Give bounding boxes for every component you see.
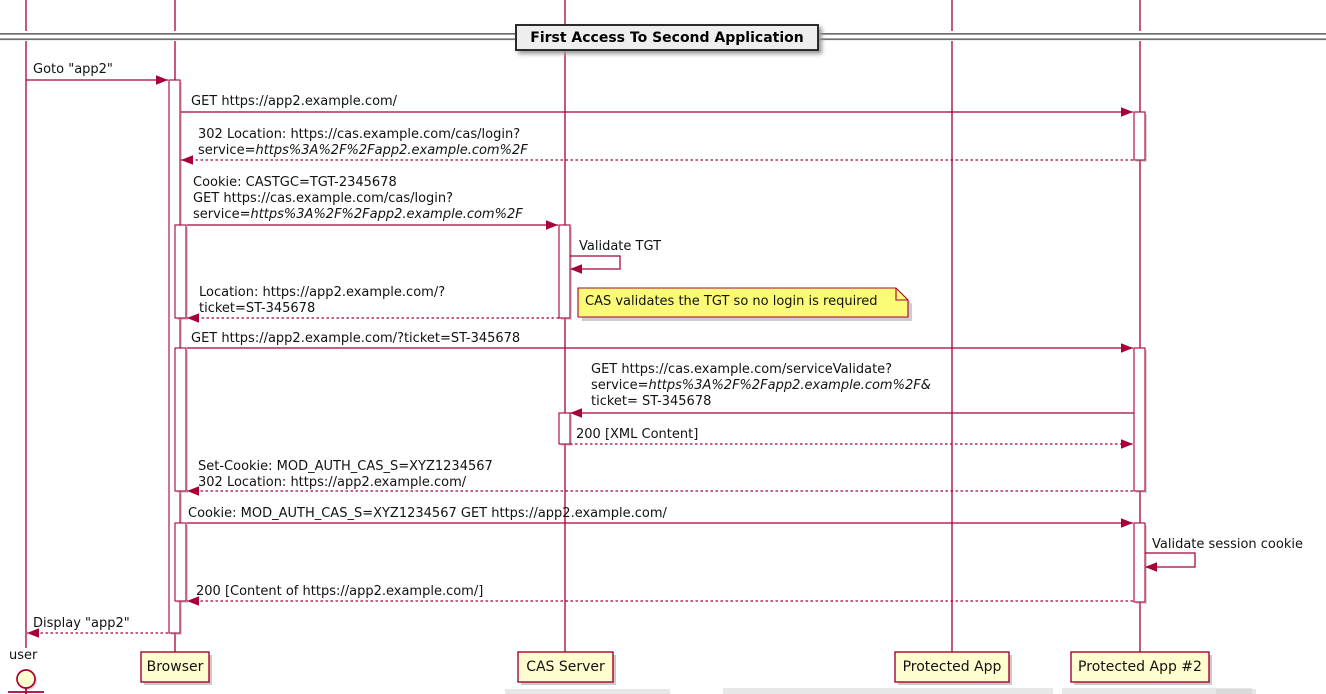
message-text-segment: 302 Location: https://cas.example.com/ca… bbox=[198, 127, 521, 142]
participant-label-cas: CAS Server bbox=[526, 659, 605, 675]
arrowhead-200-content-app2 bbox=[187, 596, 199, 606]
diagram-title: First Access To Second Application bbox=[530, 29, 804, 46]
activation-bar-browser bbox=[174, 224, 187, 319]
message-text-goto-app2: Goto "app2" bbox=[33, 62, 113, 78]
message-text-get-app2: GET https://app2.example.com/ bbox=[191, 94, 397, 110]
arrowhead-302-location-cas-login bbox=[181, 155, 193, 165]
message-text-segment: service= bbox=[591, 378, 649, 393]
self-message-validate-tgt bbox=[570, 255, 621, 270]
message-text-location-ticket: ticket=ST-345678 bbox=[199, 301, 315, 317]
message-text-segment: 302 Location: https://app2.example.com/ bbox=[198, 475, 467, 490]
arrowhead-get-app2 bbox=[1121, 107, 1133, 117]
message-text-set-cookie-302-location: Set-Cookie: MOD_AUTH_CAS_S=XYZ1234567 bbox=[198, 459, 493, 475]
arrowhead-cookie-castgc-get-login bbox=[546, 220, 558, 230]
note-text: CAS validates the TGT so no login is req… bbox=[585, 294, 878, 309]
activation-bar-app2 bbox=[1133, 522, 1146, 603]
activation-bar-cas bbox=[558, 412, 571, 445]
message-text-get-servicevalidate: ticket= ST-345678 bbox=[591, 394, 711, 410]
message-text-segment: ticket= ST-345678 bbox=[591, 394, 712, 409]
bottom-edge-artifact bbox=[723, 688, 1053, 694]
message-text-segment: 200 [XML Content] bbox=[576, 427, 699, 442]
message-text-segment: Cookie: MOD_AUTH_CAS_S=XYZ1234567 GET ht… bbox=[188, 506, 667, 521]
message-text-segment: 200 [Content of https://app2.example.com… bbox=[196, 584, 484, 599]
message-text-cookie-castgc-get-login: service=https%3A%2F%2Fapp2.example.com%2… bbox=[193, 207, 523, 223]
message-text-segment: Display "app2" bbox=[33, 616, 130, 631]
message-text-segment: https%3A%2F%2Fapp2.example.com%2F& bbox=[648, 378, 931, 393]
message-text-200-xml-content: 200 [XML Content] bbox=[576, 427, 698, 443]
message-text-segment: https%3A%2F%2Fapp2.example.com%2F bbox=[250, 207, 523, 222]
self-message-text-validate-session-cookie: Validate session cookie bbox=[1152, 537, 1303, 552]
message-text-cookie-castgc-get-login: GET https://cas.example.com/cas/login? bbox=[193, 191, 453, 207]
message-text-set-cookie-302-location: 302 Location: https://app2.example.com/ bbox=[198, 475, 466, 491]
arrowhead-goto-app2 bbox=[156, 75, 168, 85]
message-text-segment: GET https://cas.example.com/cas/login? bbox=[193, 191, 454, 206]
participant-label-browser: Browser bbox=[146, 659, 204, 675]
arrowhead-location-ticket bbox=[187, 313, 199, 323]
message-text-segment: service= bbox=[198, 143, 256, 158]
self-message-text-validate-tgt: Validate TGT bbox=[579, 239, 662, 254]
actor-label-user: user bbox=[9, 648, 38, 663]
participant-label-app2: Protected App #2 bbox=[1078, 659, 1202, 675]
message-text-segment: Cookie: CASTGC=TGT-2345678 bbox=[193, 175, 397, 190]
message-text-segment: Goto "app2" bbox=[33, 62, 113, 77]
bottom-edge-artifact bbox=[1062, 688, 1252, 694]
message-text-cookie-castgc-get-login: Cookie: CASTGC=TGT-2345678 bbox=[193, 175, 397, 191]
message-text-segment: GET https://cas.example.com/serviceValid… bbox=[591, 362, 893, 377]
arrowhead-get-servicevalidate bbox=[570, 408, 582, 418]
self-message-validate-session-cookie bbox=[1145, 552, 1196, 568]
diagram-title-box: First Access To Second Application bbox=[515, 24, 819, 51]
participant-box-app1 bbox=[894, 651, 1010, 683]
participant-box-cas bbox=[517, 651, 614, 683]
arrowhead-validate-tgt bbox=[570, 264, 582, 274]
message-text-segment: https%3A%2F%2Fapp2.example.com%2F bbox=[255, 143, 528, 158]
message-text-200-content-app2: 200 [Content of https://app2.example.com… bbox=[196, 584, 483, 600]
message-text-location-ticket: Location: https://app2.example.com/? bbox=[199, 285, 445, 301]
arrowhead-display-app2 bbox=[27, 628, 39, 638]
arrowhead-validate-session-cookie bbox=[1145, 562, 1157, 572]
note-fold-icon bbox=[895, 288, 908, 301]
message-text-302-location-cas-login: 302 Location: https://cas.example.com/ca… bbox=[198, 127, 520, 143]
bottom-edge-artifact bbox=[1216, 689, 1256, 694]
activation-bar-browser bbox=[174, 522, 187, 602]
participant-box-app2 bbox=[1070, 651, 1210, 683]
message-text-302-location-cas-login: service=https%3A%2F%2Fapp2.example.com%2… bbox=[198, 143, 528, 159]
activation-bar-app2 bbox=[1133, 347, 1146, 492]
activation-bar-app2 bbox=[1133, 111, 1146, 161]
arrowhead-cookie-get-app2 bbox=[1121, 518, 1133, 528]
message-text-segment: Location: https://app2.example.com/? bbox=[199, 285, 446, 300]
activation-bar-browser bbox=[174, 347, 187, 492]
participant-label-app1: Protected App bbox=[902, 659, 1002, 675]
message-text-cookie-get-app2: Cookie: MOD_AUTH_CAS_S=XYZ1234567 GET ht… bbox=[188, 506, 667, 522]
message-text-get-servicevalidate: GET https://cas.example.com/serviceValid… bbox=[591, 362, 892, 378]
activation-bar-cas bbox=[558, 224, 571, 319]
message-text-get-app2-with-ticket: GET https://app2.example.com/?ticket=ST-… bbox=[191, 331, 520, 347]
message-text-display-app2: Display "app2" bbox=[33, 616, 130, 632]
message-text-segment: ticket=ST-345678 bbox=[199, 301, 316, 316]
message-text-segment: GET https://app2.example.com/ bbox=[191, 94, 398, 109]
note bbox=[577, 287, 909, 318]
arrowhead-200-xml-content bbox=[1121, 439, 1133, 449]
bottom-edge-artifact bbox=[505, 689, 670, 694]
arrowhead-get-app2-with-ticket bbox=[1121, 343, 1133, 353]
message-text-segment: GET https://app2.example.com/?ticket=ST-… bbox=[191, 331, 521, 346]
participant-box-browser bbox=[140, 651, 210, 683]
message-text-segment: service= bbox=[193, 207, 251, 222]
arrowhead-set-cookie-302-location bbox=[187, 486, 199, 496]
message-text-get-servicevalidate: service=https%3A%2F%2Fapp2.example.com%2… bbox=[591, 378, 931, 394]
message-text-segment: Set-Cookie: MOD_AUTH_CAS_S=XYZ1234567 bbox=[198, 459, 493, 474]
